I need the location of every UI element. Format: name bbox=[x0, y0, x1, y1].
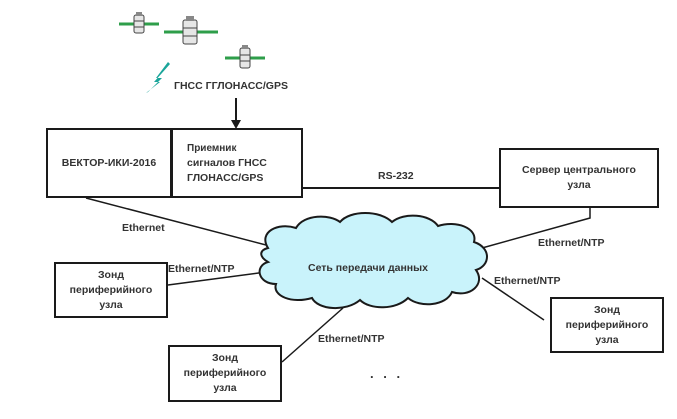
link-probe-right bbox=[481, 277, 545, 321]
link-ethernet bbox=[85, 197, 267, 246]
probe-left-line-2: периферийного bbox=[69, 283, 153, 296]
probe-left-line-1: Зонд bbox=[97, 268, 124, 281]
ethernet-ntp-bottom-label: Ethernet/NTP bbox=[318, 333, 385, 345]
signal-icon bbox=[146, 62, 170, 93]
probe-box-left: Зонд периферийного узла bbox=[54, 262, 168, 318]
ethernet-ntp-left-label: Ethernet/NTP bbox=[168, 263, 235, 275]
probe-box-bottom: Зонд периферийного узла bbox=[168, 345, 282, 402]
satellite-icon bbox=[119, 12, 159, 34]
probe-right-line-3: узла bbox=[595, 333, 619, 346]
link-probe-left bbox=[167, 271, 267, 286]
probe-right-line-2: периферийного bbox=[565, 318, 649, 331]
ethernet-ntp-right-label: Ethernet/NTP bbox=[494, 275, 561, 287]
probe-bottom-line-1: Зонд bbox=[211, 352, 238, 364]
arrow-head-icon bbox=[231, 120, 241, 129]
receiver-line-2: сигналов ГНСС bbox=[187, 156, 267, 169]
gnss-receiver-box: Приемник сигналов ГНСС ГЛОНАСС/GPS bbox=[171, 128, 303, 198]
vector-iki-box: ВЕКТОР-ИКИ-2016 bbox=[46, 128, 172, 198]
link-server-cloud bbox=[481, 208, 591, 249]
probe-left-line-3: узла bbox=[99, 298, 123, 311]
satellite-icon bbox=[164, 16, 218, 45]
satellite-icon bbox=[225, 45, 265, 69]
server-line-2: узла bbox=[567, 179, 591, 191]
server-line-1: Сервер центрального bbox=[522, 164, 636, 176]
vector-iki-label: ВЕКТОР-ИКИ-2016 bbox=[61, 156, 157, 169]
probe-right-line-1: Зонд bbox=[593, 303, 620, 316]
rs232-label: RS-232 bbox=[378, 170, 414, 182]
receiver-line-1: Приемник bbox=[187, 142, 237, 154]
link-probe-bottom bbox=[281, 307, 344, 363]
probe-bottom-line-3: узла bbox=[213, 382, 237, 394]
gnss-label: ГНСС ГГЛОНАСС/GPS bbox=[174, 80, 288, 92]
central-server-box: Сервер центрального узла bbox=[499, 148, 659, 208]
network-cloud bbox=[258, 212, 488, 309]
probe-box-right: Зонд периферийного узла bbox=[550, 297, 664, 353]
ethernet-ntp-server-label: Ethernet/NTP bbox=[538, 237, 605, 249]
probe-bottom-line-2: периферийного bbox=[183, 367, 267, 379]
ellipsis: . . . bbox=[370, 366, 404, 381]
network-cloud-label: Сеть передачи данных bbox=[308, 262, 428, 274]
receiver-line-3: ГЛОНАСС/GPS bbox=[187, 171, 264, 184]
ethernet-label: Ethernet bbox=[122, 222, 165, 234]
